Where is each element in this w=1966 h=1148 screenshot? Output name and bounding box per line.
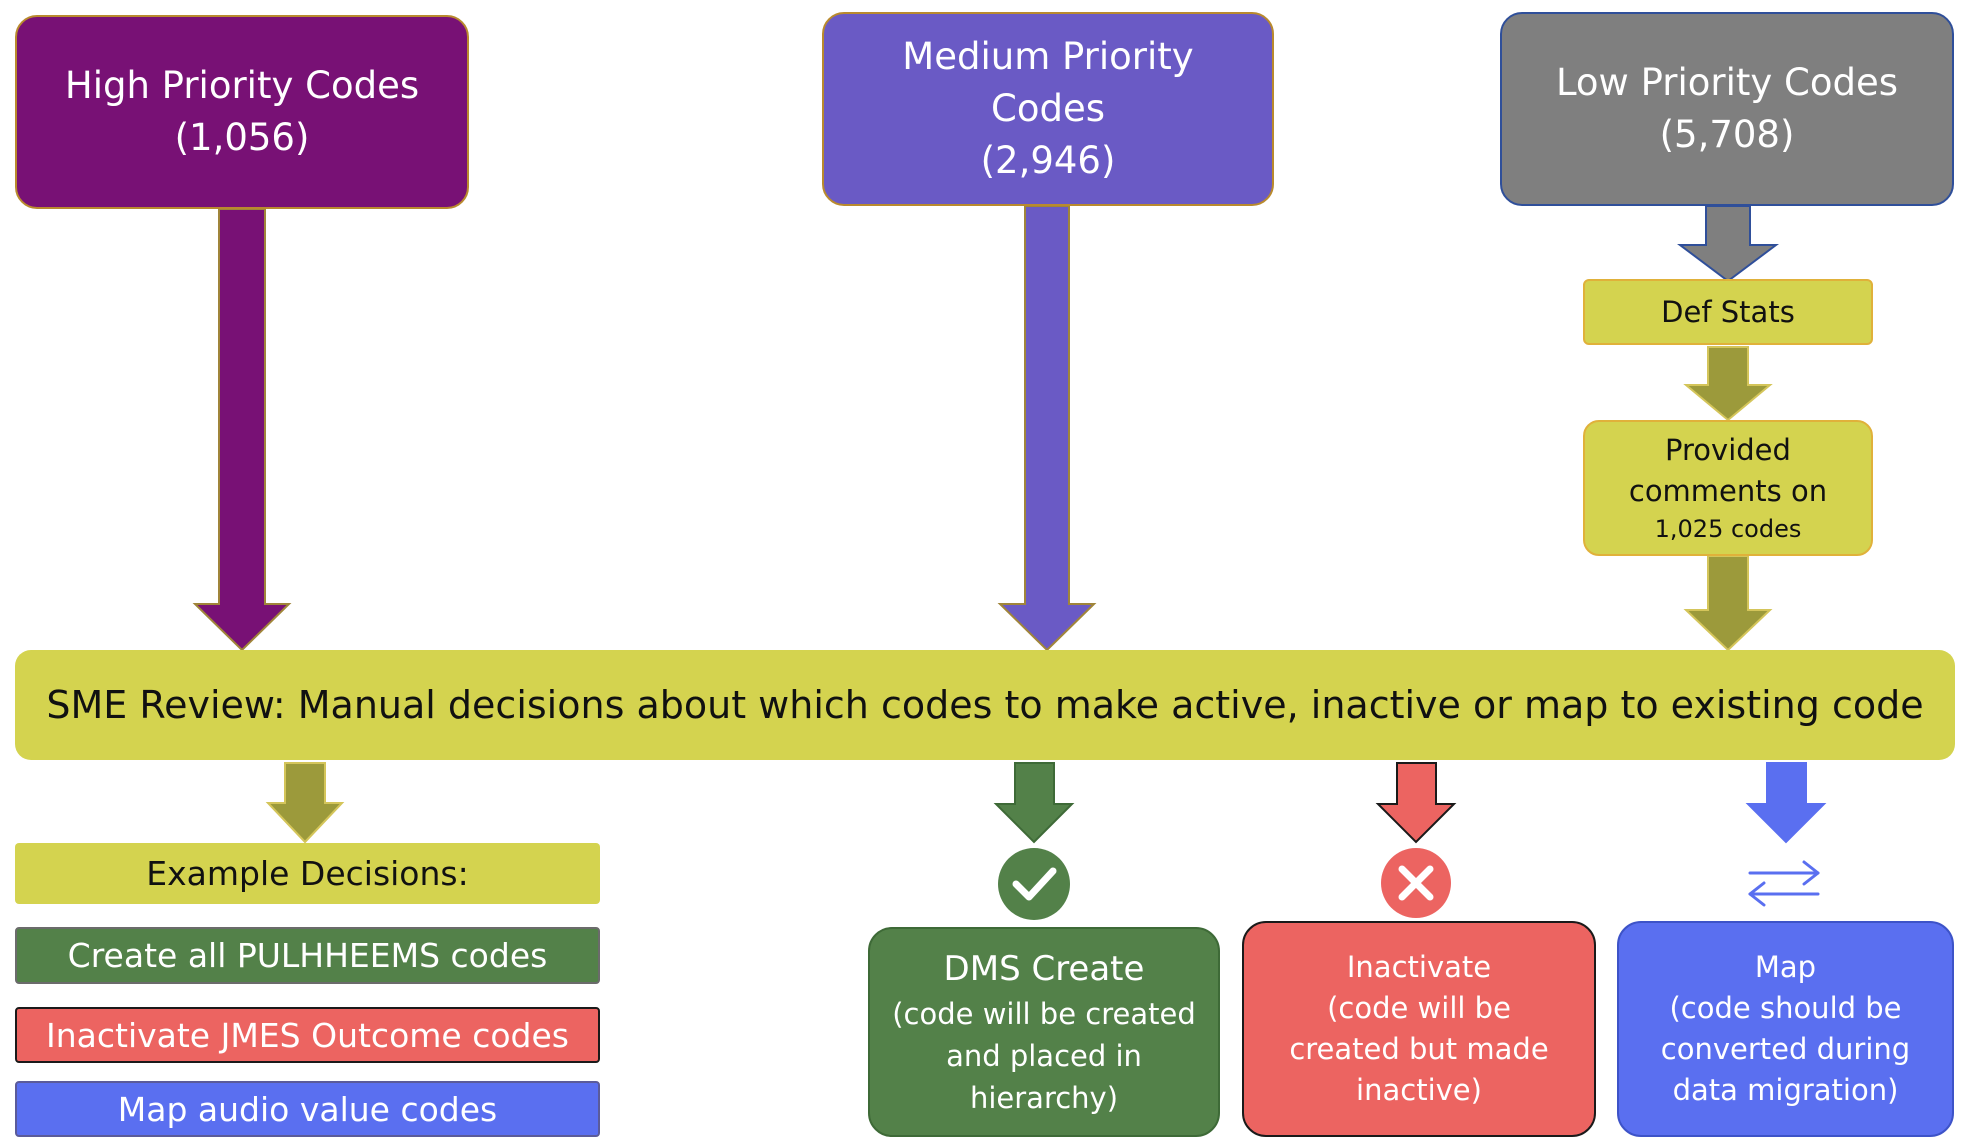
low-to-defstats-arrow: [1677, 205, 1779, 283]
check-circle-icon: [998, 848, 1070, 920]
medium-priority-arrow: [997, 205, 1097, 652]
inactivate-line4: inactive): [1356, 1073, 1482, 1107]
medium-priority-count: (2,946): [980, 139, 1116, 182]
dms-create-line2: and placed in: [946, 1039, 1142, 1073]
provided-comments-line1: Provided: [1665, 433, 1791, 467]
sme-review-bar: SME Review: Manual decisions about which…: [15, 650, 1955, 760]
medium-priority-title-line1: Medium Priority: [902, 35, 1194, 78]
example-inactivate-item: Inactivate JMES Outcome codes: [15, 1007, 600, 1063]
review-to-examples-arrow: [265, 762, 345, 844]
example-map-label: Map audio value codes: [117, 1089, 498, 1129]
provided-to-review-arrow: [1683, 555, 1773, 652]
provided-comments-line2: comments on: [1628, 474, 1828, 508]
high-priority-arrow: [192, 208, 292, 652]
medium-priority-box: Medium Priority Codes (2,946): [822, 12, 1274, 206]
example-decisions-title: Example Decisions:: [146, 854, 469, 893]
inactivate-line3: created but made: [1289, 1032, 1549, 1066]
review-to-inactivate-arrow: [1375, 762, 1457, 844]
dms-create-title: DMS Create: [943, 949, 1145, 989]
low-priority-count: (5,708): [1659, 113, 1795, 156]
provided-comments-count: 1,025 codes: [1654, 515, 1802, 543]
def-stats-label: Def Stats: [1661, 295, 1795, 329]
sme-review-label: SME Review: Manual decisions about which…: [46, 683, 1924, 727]
example-create-label: Create all PULHHEEMS codes: [67, 936, 548, 975]
swap-arrows-icon: [1748, 860, 1820, 907]
dms-create-box: DMS Create (code will be created and pla…: [868, 927, 1220, 1137]
inactivate-box: Inactivate (code will be created but mad…: [1242, 921, 1596, 1137]
map-line1: Map: [1754, 950, 1817, 984]
x-circle-icon: [1381, 848, 1451, 918]
review-to-create-arrow: [993, 762, 1075, 844]
def-stats-box: Def Stats: [1583, 279, 1873, 345]
example-decisions-header: Example Decisions:: [15, 843, 600, 904]
high-priority-box: High Priority Codes (1,056): [15, 15, 469, 209]
medium-priority-title-line2: Codes: [991, 87, 1105, 130]
map-line2: (code should be: [1669, 991, 1902, 1025]
example-create-item: Create all PULHHEEMS codes: [15, 927, 600, 984]
inactivate-line2: (code will be: [1327, 991, 1511, 1025]
inactivate-line1: Inactivate: [1346, 950, 1492, 984]
map-box: Map (code should be converted during dat…: [1617, 921, 1954, 1137]
provided-comments-box: Provided comments on 1,025 codes: [1583, 420, 1873, 556]
defstats-to-provided-arrow: [1683, 346, 1773, 422]
high-priority-title: High Priority Codes: [64, 64, 420, 107]
example-inactivate-label: Inactivate JMES Outcome codes: [46, 1015, 569, 1055]
review-to-map-arrow: [1745, 762, 1827, 844]
low-priority-box: Low Priority Codes (5,708): [1500, 12, 1954, 206]
dms-create-line3: hierarchy): [969, 1081, 1119, 1115]
example-map-item: Map audio value codes: [15, 1081, 600, 1137]
low-priority-title: Low Priority Codes: [1555, 61, 1899, 104]
map-line4: data migration): [1672, 1073, 1899, 1107]
map-line3: converted during: [1660, 1032, 1911, 1066]
high-priority-count: (1,056): [174, 116, 310, 159]
dms-create-line1: (code will be created: [892, 997, 1196, 1031]
